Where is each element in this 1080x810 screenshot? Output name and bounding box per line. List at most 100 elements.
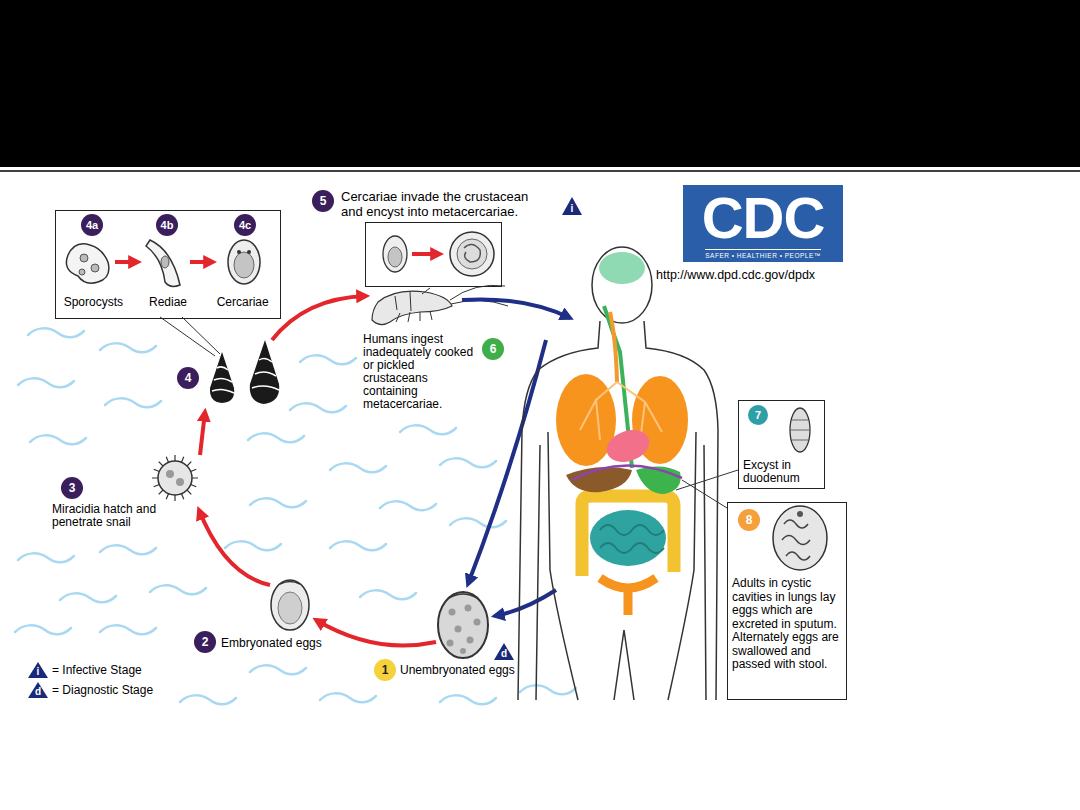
stage-box: SporocystsRediaeCercariae4a4b4c xyxy=(55,210,281,319)
intestine-coil xyxy=(600,525,664,553)
germ-cell xyxy=(176,478,184,486)
operculum xyxy=(449,594,477,598)
water-wave xyxy=(520,685,576,694)
stage-4-pictures xyxy=(66,240,260,286)
water-wave xyxy=(105,398,161,407)
callout-number: 8 xyxy=(746,514,753,526)
larva xyxy=(464,244,480,262)
step-description: Unembryonated eggs xyxy=(400,663,515,677)
label-holder: Miracidia hatch and penetrate snail xyxy=(52,503,164,529)
oral-sucker xyxy=(797,511,803,517)
stage-letter: d xyxy=(501,649,507,659)
water-wave xyxy=(440,695,496,704)
header-band xyxy=(0,0,1080,167)
adult-fluke xyxy=(773,506,827,570)
leader-line xyxy=(682,480,727,508)
label-holder: Embryonated eggs xyxy=(221,636,322,650)
callout-circle: 7 xyxy=(748,405,768,425)
stage-label: Sporocysts xyxy=(56,295,131,318)
shell-whorl xyxy=(212,367,234,393)
colon xyxy=(582,496,674,576)
step-description: Adults in cystic cavities in lungs lay e… xyxy=(728,577,846,672)
human-figure xyxy=(518,247,738,700)
callout-number: 5 xyxy=(320,195,327,207)
callout-number: 4 xyxy=(185,372,192,384)
water-wave xyxy=(450,518,506,527)
callout-circle: 6 xyxy=(482,338,504,360)
callout-circle: 4 xyxy=(177,367,199,389)
callout-number: 4c xyxy=(239,220,251,231)
callout-number: 6 xyxy=(490,343,497,355)
water-wave xyxy=(250,498,306,507)
stage-label: Cercariae xyxy=(205,295,280,318)
water-wave xyxy=(180,695,236,704)
liver xyxy=(566,467,632,492)
yolk-cell xyxy=(449,609,456,616)
unembryonated-egg xyxy=(438,592,488,658)
step-description: Miracidia hatch and penetrate snail xyxy=(52,503,164,529)
fluke-band xyxy=(791,420,809,440)
snail-pictures xyxy=(210,340,279,404)
miracidium-picture xyxy=(152,455,198,501)
germ-ball xyxy=(91,264,99,272)
cycle-arrow xyxy=(316,620,436,646)
water-wave xyxy=(100,545,156,554)
head-outline xyxy=(592,247,652,323)
crustacean-leg xyxy=(395,292,432,322)
germ-ball xyxy=(80,254,88,262)
stage-letter: d xyxy=(35,687,41,697)
stage-label: Rediae xyxy=(131,295,206,318)
stage-triangle-shape xyxy=(28,662,48,678)
embryo xyxy=(278,592,302,624)
legend-entry: = Infective Stage xyxy=(52,662,142,678)
germ-ball xyxy=(161,256,169,268)
metacercaria-picture xyxy=(450,232,494,276)
legend-text: = Infective Stage xyxy=(52,662,142,678)
heart xyxy=(602,424,654,467)
water-wave xyxy=(330,463,386,472)
callout-number: 1 xyxy=(382,664,389,676)
cycle-arrow xyxy=(462,299,570,318)
stage-marker: d xyxy=(494,643,514,660)
step-heading: Cercariae invade the crustacean and ency… xyxy=(341,189,541,219)
water-wave xyxy=(440,458,496,467)
stage-8-picture xyxy=(773,506,827,570)
eye-spot xyxy=(247,250,251,254)
cycle-arrow xyxy=(495,590,556,616)
life-cycle-arrows xyxy=(199,296,570,646)
water-wave xyxy=(290,403,346,412)
crustacean-picture xyxy=(372,285,508,324)
water-wave xyxy=(60,593,116,602)
stage-box: Adults in cystic cavities in lungs lay e… xyxy=(727,502,847,700)
stage-arrow xyxy=(115,260,138,264)
callout-circle: 8 xyxy=(738,509,760,531)
brain xyxy=(599,252,645,284)
callout-number: 4b xyxy=(161,220,174,231)
stage-triangle-shape xyxy=(494,643,514,660)
miracidium-body xyxy=(158,461,192,495)
water-wave xyxy=(380,501,436,510)
callout-circle: 4c xyxy=(234,214,256,236)
stage-7-picture xyxy=(790,408,810,452)
yolk-cell xyxy=(455,626,462,633)
callout-number: 7 xyxy=(755,410,761,421)
water-wave xyxy=(30,435,86,444)
water xyxy=(15,328,576,704)
callout-circle: 3 xyxy=(61,477,83,499)
crustacean-body xyxy=(372,291,452,324)
water-wave xyxy=(150,585,206,594)
excysting-fluke xyxy=(790,408,810,452)
stage-arrow xyxy=(190,260,213,264)
water-wave xyxy=(100,343,156,352)
body-outline xyxy=(536,432,706,700)
water-wave xyxy=(18,378,74,387)
stage-marker: i xyxy=(28,662,48,678)
rectum xyxy=(600,578,656,615)
cercaria-body xyxy=(388,247,402,267)
stage-letter: i xyxy=(571,204,574,214)
embryonated-egg xyxy=(271,580,309,630)
logo-text: CDC xyxy=(702,190,825,246)
water-wave xyxy=(28,328,84,337)
step-description: Humans ingest inadequately cooked or pic… xyxy=(363,333,478,411)
